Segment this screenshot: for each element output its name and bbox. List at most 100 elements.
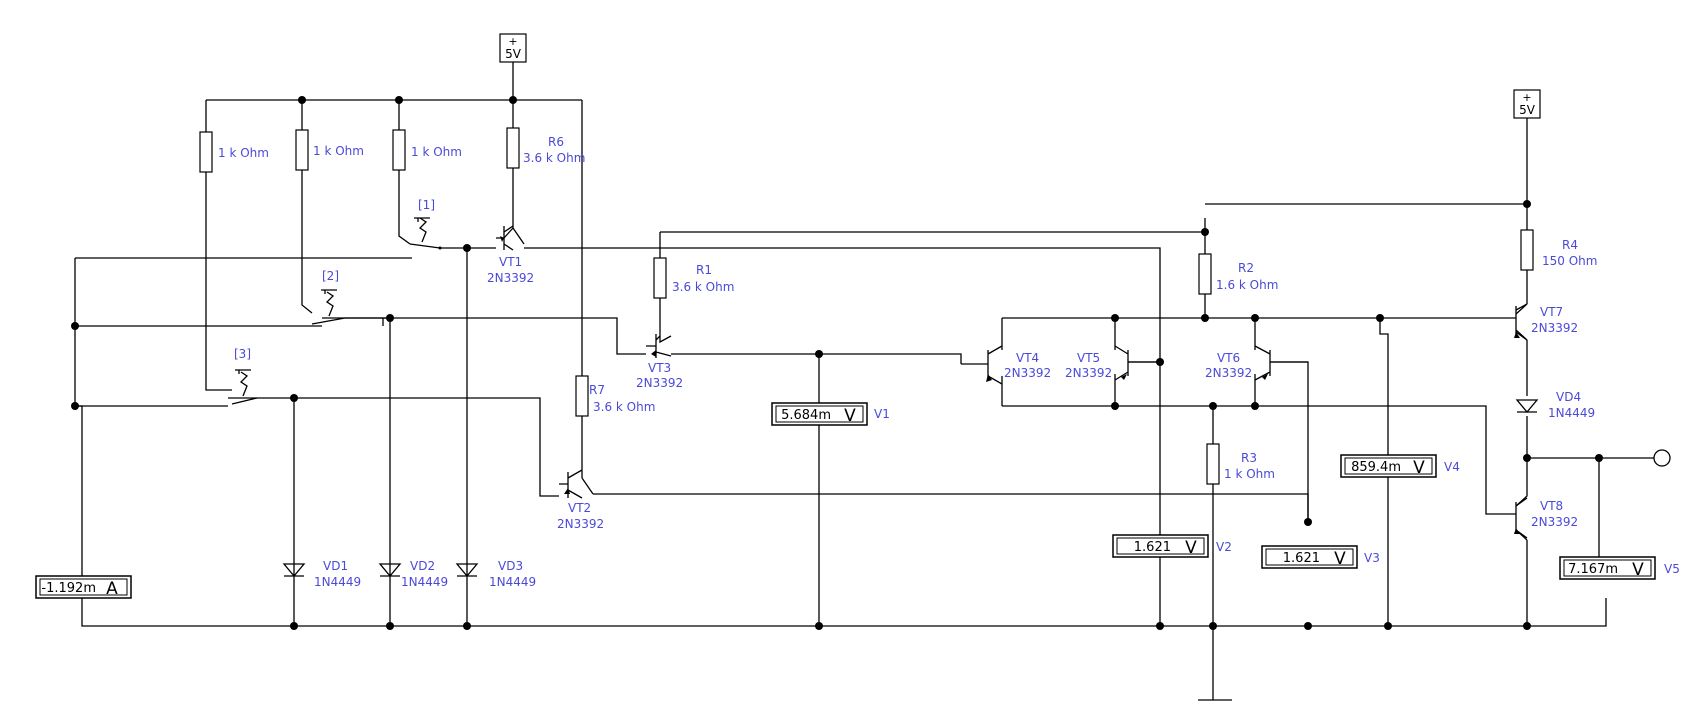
resistor-value: 1 k Ohm — [313, 144, 364, 158]
switch-key: [2] — [322, 269, 339, 283]
resistor-r2[interactable]: R2 1.6 k Ohm — [1198, 253, 1278, 295]
resistor-name: R1 — [696, 263, 712, 277]
meter-unit: V — [844, 406, 856, 426]
transistor-model: 2N3392 — [1065, 366, 1112, 380]
resistor-r4[interactable]: R4 150 Ohm — [1520, 229, 1597, 271]
meter-unit: V — [1334, 549, 1346, 569]
switch-key: [3] — [234, 347, 251, 361]
meter-unit: V — [1632, 560, 1644, 580]
resistor-value: 3.6 k Ohm — [593, 400, 655, 414]
meter-unit: V — [1185, 538, 1197, 558]
supply-5v-right[interactable]: + 5V — [1513, 89, 1541, 119]
meter-name: V4 — [1444, 460, 1460, 474]
diode-vd3[interactable]: VD3 1N4449 — [455, 558, 536, 589]
meter-name: V5 — [1664, 562, 1680, 576]
meter-unit: A — [106, 579, 118, 599]
transistor-model: 2N3392 — [1004, 366, 1051, 380]
meter-value: -1.192m — [41, 581, 96, 596]
transistor-vt4[interactable]: VT4 2N3392 — [961, 345, 1051, 385]
resistor-r1[interactable]: R1 3.6 k Ohm — [653, 257, 734, 299]
transistor-vt5[interactable]: VT5 2N3392 — [1065, 345, 1160, 381]
voltmeter-v2[interactable]: 1.621 V V2 — [1112, 534, 1232, 558]
wiring — [74, 62, 1654, 701]
meter-name: V2 — [1216, 540, 1232, 554]
diode-name: VD1 — [323, 559, 348, 573]
diode-vd1[interactable]: VD1 1N4449 — [282, 558, 361, 589]
voltmeter-v5[interactable]: 7.167m V V5 — [1559, 556, 1680, 580]
diode-vd2[interactable]: VD2 1N4449 — [378, 558, 448, 589]
supply-sign: + — [1522, 91, 1531, 104]
output-terminal[interactable] — [1653, 449, 1671, 467]
meter-value: 5.684m — [781, 408, 831, 423]
resistor-value: 1 k Ohm — [411, 145, 462, 159]
resistor-name: R2 — [1238, 261, 1254, 275]
resistor-value: 1 k Ohm — [218, 146, 269, 160]
diode-name: VD4 — [1556, 390, 1581, 404]
supply-label: 5V — [505, 47, 522, 61]
switch-1[interactable]: [1] — [409, 198, 442, 250]
transistor-name: VT7 — [1540, 305, 1563, 319]
transistor-model: 2N3392 — [557, 517, 604, 531]
diode-vd4[interactable]: VD4 1N4449 — [1515, 390, 1595, 420]
resistor-rc[interactable]: 1 k Ohm — [392, 129, 462, 171]
transistor-model: 2N3392 — [487, 271, 534, 285]
transistor-model: 2N3392 — [1205, 366, 1252, 380]
transistor-model: 2N3392 — [1531, 515, 1578, 529]
switch-key: [1] — [418, 198, 435, 212]
meter-unit: V — [1413, 458, 1425, 478]
transistor-name: VT1 — [499, 255, 522, 269]
ammeter[interactable]: -1.192m A — [35, 575, 132, 599]
transistor-name: VT3 — [648, 361, 671, 375]
transistor-vt2[interactable]: VT2 2N3392 — [557, 469, 604, 531]
resistor-value: 3.6 k Ohm — [523, 151, 585, 165]
resistor-name: R4 — [1562, 238, 1578, 252]
resistor-name: R6 — [548, 135, 564, 149]
transistor-model: 2N3392 — [1531, 321, 1578, 335]
supply-label: 5V — [1519, 103, 1536, 117]
resistor-r6[interactable]: R6 3.6 k Ohm — [506, 127, 585, 169]
resistor-r3[interactable]: R3 1 k Ohm — [1206, 443, 1275, 485]
resistor-rb[interactable]: 1 k Ohm — [295, 129, 364, 171]
transistor-name: VT2 — [568, 501, 591, 515]
transistor-vt3[interactable]: VT3 2N3392 — [636, 334, 683, 390]
supply-sign: + — [508, 35, 517, 48]
resistor-value: 1 k Ohm — [1224, 467, 1275, 481]
meter-value: 7.167m — [1568, 562, 1618, 577]
resistor-name: R7 — [589, 383, 605, 397]
diode-model: 1N4449 — [489, 575, 536, 589]
resistor-value: 150 Ohm — [1542, 254, 1597, 268]
transistor-model: 2N3392 — [636, 376, 683, 390]
resistor-value: 1.6 k Ohm — [1216, 278, 1278, 292]
switch-3[interactable]: [3] — [231, 347, 258, 405]
meter-value: 1.621 — [1134, 540, 1171, 555]
meter-name: V1 — [874, 407, 890, 421]
transistor-vt8[interactable]: VT8 2N3392 — [1497, 497, 1578, 539]
transistor-name: VT4 — [1016, 351, 1039, 365]
supply-5v-top[interactable]: + 5V — [499, 33, 527, 63]
transistor-vt6[interactable]: VT6 2N3392 — [1205, 345, 1308, 381]
transistor-vt7[interactable]: VT7 2N3392 — [1506, 303, 1578, 341]
diode-model: 1N4449 — [1548, 406, 1595, 420]
resistor-name: R3 — [1241, 451, 1257, 465]
transistor-name: VT5 — [1077, 351, 1100, 365]
meter-value: 1.621 — [1283, 551, 1320, 566]
voltmeter-v3[interactable]: 1.621 V V3 — [1261, 545, 1380, 569]
switch-2[interactable]: [2] — [311, 269, 346, 325]
meter-name: V3 — [1364, 551, 1380, 565]
junction-dots — [71, 96, 1603, 630]
transistor-name: VT6 — [1217, 351, 1240, 365]
voltmeter-v4[interactable]: 859.4m V V4 — [1340, 454, 1460, 478]
voltmeter-v1[interactable]: 5.684m V V1 — [771, 402, 890, 426]
diode-name: VD3 — [498, 559, 523, 573]
resistor-r7[interactable]: R7 3.6 k Ohm — [575, 375, 655, 417]
transistor-name: VT8 — [1540, 499, 1563, 513]
diode-model: 1N4449 — [314, 575, 361, 589]
resistor-value: 3.6 k Ohm — [672, 280, 734, 294]
diode-name: VD2 — [410, 559, 435, 573]
resistor-ra[interactable]: 1 k Ohm — [199, 131, 269, 173]
diode-model: 1N4449 — [401, 575, 448, 589]
meter-value: 859.4m — [1351, 460, 1401, 475]
transistor-vt1[interactable]: VT1 2N3392 — [487, 225, 534, 285]
